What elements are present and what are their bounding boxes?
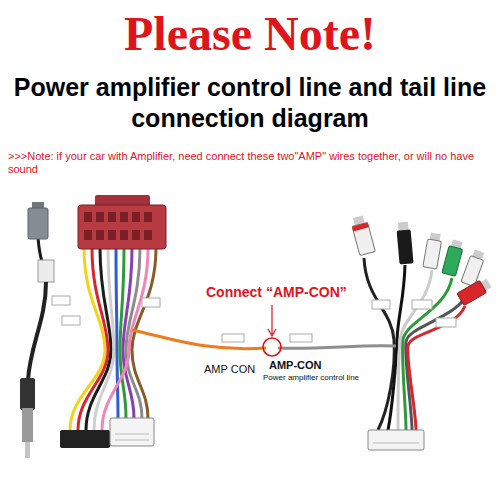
- small-connector: [38, 260, 54, 282]
- wire-label: AMP-CON: [268, 359, 323, 372]
- wire-tags: [52, 296, 312, 342]
- pointer-arrow: [268, 305, 276, 336]
- black-connector: [60, 430, 110, 448]
- title: Please Note!: [0, 6, 500, 62]
- red-connector: [78, 195, 166, 249]
- grey-wire: [278, 346, 396, 349]
- wire-tags: [372, 300, 456, 327]
- white-connector: [110, 418, 154, 446]
- left-wires: [38, 238, 156, 430]
- antenna-plug: [20, 282, 46, 458]
- wire-description: Power amplifier control line: [262, 373, 360, 383]
- heading: Power amplifier control line and tail li…: [10, 72, 490, 134]
- orange-wire: [132, 330, 266, 349]
- callout-text: Connect “AMP-CON”: [205, 284, 348, 301]
- grey-connector: [28, 202, 48, 239]
- right-wires: [364, 258, 470, 430]
- right-connector: [368, 430, 424, 450]
- rca-plugs: [350, 215, 492, 306]
- note-text: >>>Note: if your car with Amplifier, nee…: [8, 150, 488, 176]
- highlight-circle: [263, 338, 281, 356]
- wire-label: AMP CON: [203, 363, 256, 376]
